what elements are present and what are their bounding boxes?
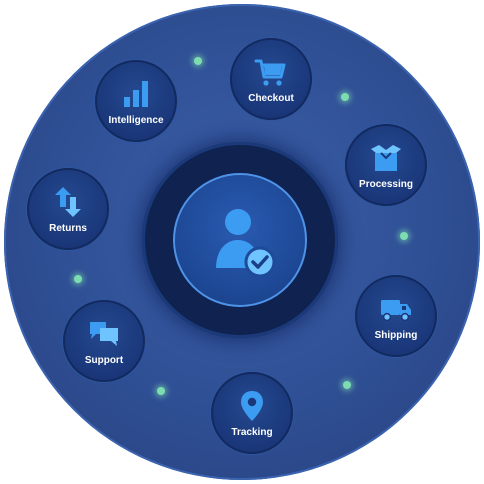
- node-label: Processing: [359, 179, 413, 190]
- decor-dot: [157, 387, 165, 395]
- decor-dot: [194, 57, 202, 65]
- swap-arrows-icon: [55, 187, 81, 217]
- node-label: Checkout: [248, 93, 294, 104]
- node-intelligence[interactable]: Intelligence: [95, 60, 177, 142]
- user-check-icon: [216, 209, 276, 278]
- node-label: Tracking: [231, 427, 273, 438]
- decor-dot: [400, 232, 408, 240]
- node-returns[interactable]: Returns: [27, 168, 109, 250]
- node-tracking[interactable]: Tracking: [211, 372, 293, 454]
- node-checkout[interactable]: Checkout: [230, 38, 312, 120]
- chat-bubbles-icon: [90, 322, 118, 346]
- node-label: Intelligence: [108, 115, 164, 126]
- center-core: [173, 173, 307, 307]
- node-label: Shipping: [374, 330, 418, 341]
- bar-chart-icon: [124, 81, 148, 107]
- decor-dot: [343, 381, 351, 389]
- node-processing[interactable]: Processing: [345, 124, 427, 206]
- truck-icon: [381, 300, 411, 322]
- node-shipping[interactable]: Shipping: [355, 275, 437, 357]
- shopping-cart-icon: [254, 59, 286, 86]
- decor-dot: [341, 93, 349, 101]
- decor-dot: [74, 275, 82, 283]
- node-label: Support: [84, 355, 124, 366]
- map-pin-icon: [241, 391, 263, 421]
- node-support[interactable]: Support: [63, 300, 145, 382]
- open-box-icon: [371, 145, 401, 171]
- node-label: Returns: [49, 223, 87, 234]
